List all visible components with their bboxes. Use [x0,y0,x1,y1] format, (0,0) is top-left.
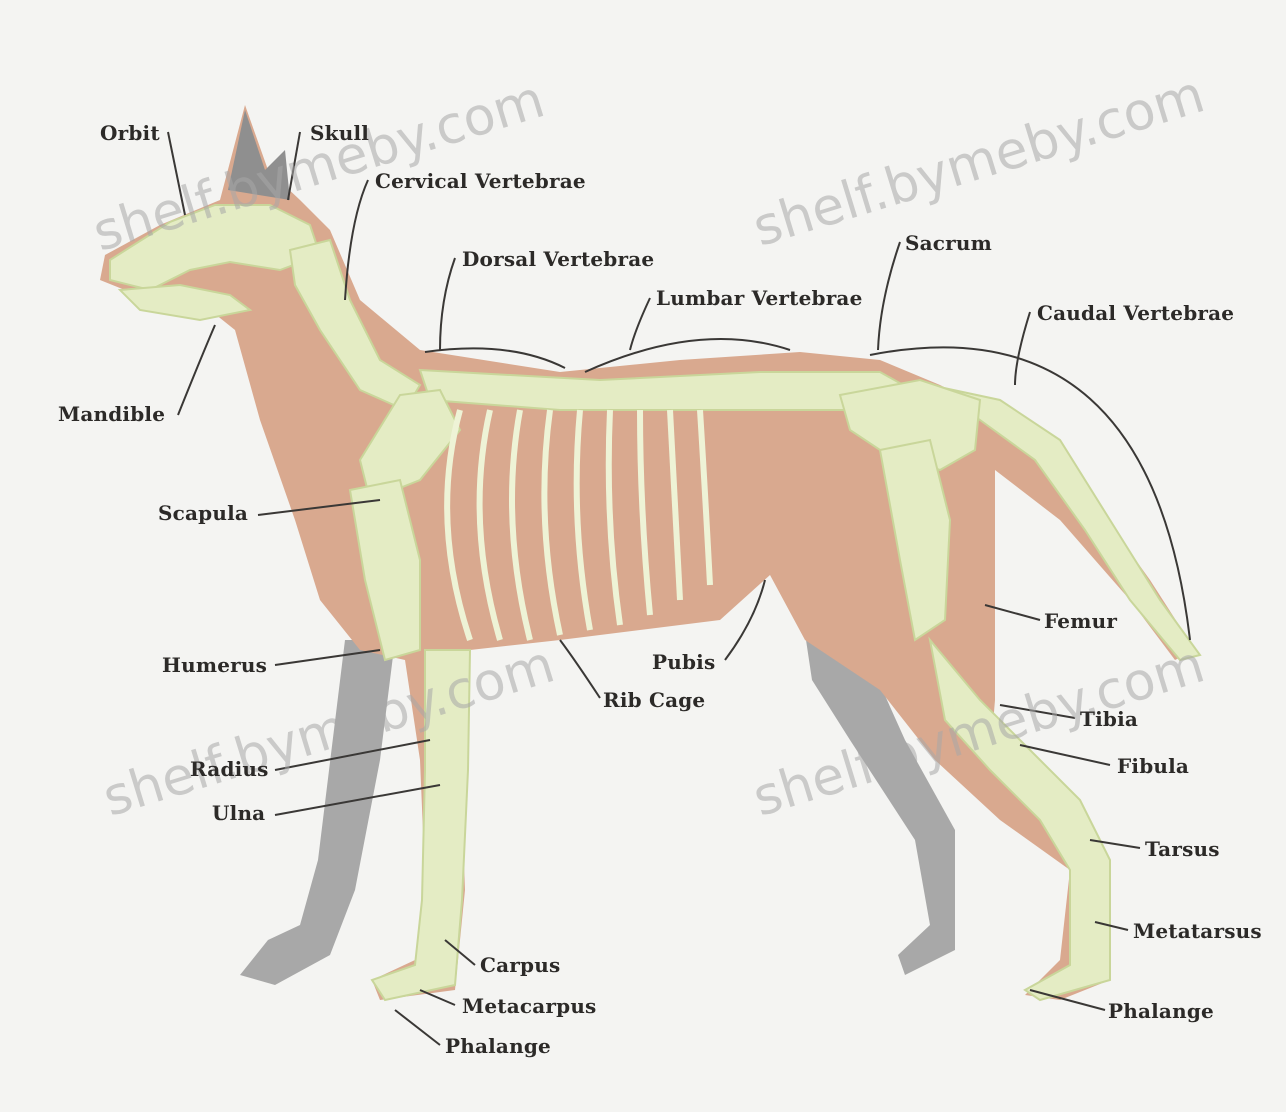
label-rib-cage: Rib Cage [603,688,705,712]
sacrum-leader [878,242,900,350]
rib-cage-leader [560,640,600,698]
label-mandible: Mandible [58,402,165,426]
label-radius: Radius [190,757,269,781]
label-tibia: Tibia [1080,707,1138,731]
label-sacrum: Sacrum [905,231,992,255]
label-caudal-vertebrae: Caudal Vertebrae [1037,301,1234,325]
label-cervical-vertebrae: Cervical Vertebrae [375,169,586,193]
label-fibula: Fibula [1117,754,1189,778]
label-pubis: Pubis [652,650,715,674]
label-metacarpus: Metacarpus [462,994,597,1018]
label-lumbar-vertebrae: Lumbar Vertebrae [656,286,863,310]
phalange-front-leader [395,1010,440,1045]
label-tarsus: Tarsus [1145,837,1220,861]
label-metatarsus: Metatarsus [1133,919,1262,943]
label-phalange-hind: Phalange [1108,999,1214,1023]
dorsal-leader [440,258,455,350]
label-dorsal-vertebrae: Dorsal Vertebrae [462,247,654,271]
mandible-leader [178,325,215,415]
label-scapula: Scapula [158,501,248,525]
label-phalange-front: Phalange [445,1034,551,1058]
label-orbit: Orbit [100,121,160,145]
label-ulna: Ulna [212,801,265,825]
lumbar-leader [630,298,650,350]
caudal-leader [1015,312,1030,385]
label-humerus: Humerus [162,653,267,677]
label-skull: Skull [310,121,369,145]
label-carpus: Carpus [480,953,560,977]
label-femur: Femur [1044,609,1117,633]
